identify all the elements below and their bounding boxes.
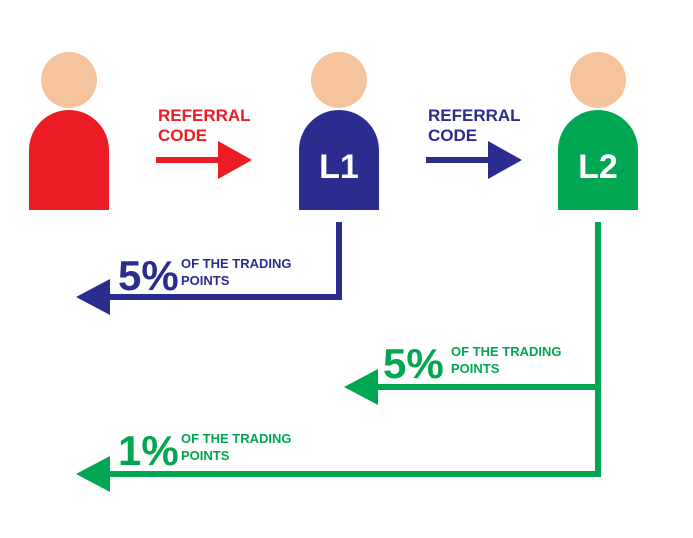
arrow-left-icon (344, 369, 378, 405)
reward-description: POINTS (451, 361, 500, 376)
arrow-right-icon (488, 141, 522, 179)
reward-l2-to-l1: 5% OF THE TRADING POINTS (344, 340, 601, 405)
referral-code-1: REFERRAL CODE (156, 106, 252, 179)
person-l2: L2 (558, 52, 638, 210)
reward-description: POINTS (181, 448, 230, 463)
referral-label: REFERRAL (158, 106, 251, 125)
arrow-left-icon (76, 279, 110, 315)
person-l1: L1 (299, 52, 379, 210)
reward-description: OF THE TRADING (451, 344, 562, 359)
reward-description: POINTS (181, 273, 230, 288)
person-body (299, 110, 379, 210)
referral-code-2: REFERRAL CODE (426, 106, 522, 179)
person-body (29, 110, 109, 210)
person-head (570, 52, 626, 108)
arrow-left-icon (76, 456, 110, 492)
referral-label: CODE (158, 126, 207, 145)
person-label-l1: L1 (319, 148, 359, 186)
arrow-shaft (156, 157, 222, 163)
person-head (311, 52, 367, 108)
arrow-right-icon (218, 141, 252, 179)
person-label-l2: L2 (578, 148, 618, 186)
person-referrer (29, 52, 109, 210)
referral-label: REFERRAL (428, 106, 521, 125)
arrow-shaft (426, 157, 492, 163)
person-head (41, 52, 97, 108)
reward-connector (106, 222, 342, 300)
reward-description: OF THE TRADING (181, 256, 292, 271)
referral-label: CODE (428, 126, 477, 145)
person-body (558, 110, 638, 210)
reward-percent: 1% (118, 427, 179, 474)
reward-l2-to-referrer: 1% OF THE TRADING POINTS (76, 427, 601, 492)
reward-l1-to-referrer: 5% OF THE TRADING POINTS (76, 222, 342, 315)
reward-description: OF THE TRADING (181, 431, 292, 446)
reward-percent: 5% (118, 252, 179, 299)
reward-percent: 5% (383, 340, 444, 387)
